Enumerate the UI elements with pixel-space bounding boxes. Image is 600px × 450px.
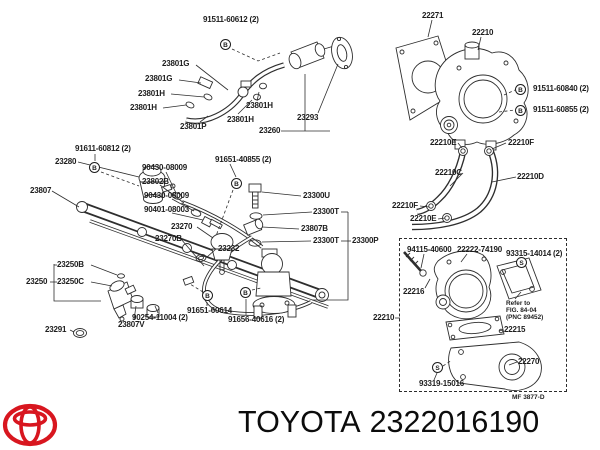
part-label: 91611-60812 (2) [75, 144, 131, 153]
toyota-logo-icon [2, 403, 58, 447]
refer-note-line: Refer to [506, 300, 531, 307]
part-label: 91651-60614 [187, 306, 232, 315]
part-label: 22210D [517, 172, 544, 181]
part-label: 94115-40600 [407, 245, 452, 254]
part-label: 90430-08009 [144, 191, 189, 200]
part-label: 23232 [218, 244, 240, 253]
part-label: 22210F [392, 201, 418, 210]
part-label: 23801G [145, 74, 173, 83]
service-parts-inset-box [399, 238, 567, 392]
bolt-marker-icon: B [202, 290, 213, 301]
part-label: 91656-40616 (2) [228, 315, 285, 324]
bolt-marker-icon: B [231, 178, 242, 189]
bolt-marker-icon: B [515, 84, 526, 95]
part-label: 22210C [435, 168, 462, 177]
part-label: 91511-60612 (2) [203, 15, 259, 24]
part-label: 23807V [118, 320, 145, 329]
bolt-marker-icon: B [89, 162, 100, 173]
part-label: 22210F [508, 138, 534, 147]
part-label: 23807 [30, 186, 52, 195]
part-label: 22210E [410, 214, 437, 223]
part-label: 23260 [259, 126, 281, 135]
part-label: 23250 [26, 277, 48, 286]
part-label: 22210 [373, 313, 395, 322]
part-label: 23300T [313, 236, 339, 245]
part-label: 23801G [162, 59, 190, 68]
part-label: 93315-14014 (2) [506, 249, 563, 258]
sheet-code: MF 3877-D [512, 394, 545, 401]
part-label: 23300P [352, 236, 379, 245]
part-label: 22216 [403, 287, 425, 296]
part-label: 23291 [45, 325, 67, 334]
part-label: 93319-15016 [419, 379, 464, 388]
part-label: 22271 [422, 11, 444, 20]
part-label: 23250C [57, 277, 84, 286]
part-label: 90430-08009 [142, 163, 187, 172]
part-label: 22222-74190 [457, 245, 502, 254]
part-label: 90254-11004 (2) [132, 313, 188, 322]
part-label: 23300T [313, 207, 339, 216]
part-label: 22210 [472, 28, 494, 37]
refer-note: Refer to FIG. 84-04 (PNC 89452) [506, 300, 543, 321]
refer-note-line: (PNC 89452) [506, 314, 544, 321]
part-label: 90401-08003 [144, 205, 189, 214]
bolt-marker-icon: B [240, 287, 251, 298]
brand-text: TOYOTA [238, 405, 361, 439]
part-label: 91511-60840 (2) [533, 84, 589, 93]
bolt-marker-icon: B [220, 39, 231, 50]
part-label: 22215 [504, 325, 526, 334]
part-label: 23250B [57, 260, 84, 269]
part-label: 23801H [227, 115, 254, 124]
screw-marker-icon: S [516, 257, 527, 268]
part-label: 23807B [301, 224, 328, 233]
bolt-marker-icon: B [515, 105, 526, 116]
refer-note-line: FIG. 84-04 [506, 307, 537, 314]
part-number-text: 2322016190 [369, 405, 540, 439]
part-label: 22210E [430, 138, 457, 147]
screw-marker-icon: S [432, 362, 443, 373]
part-label: 23270B [155, 234, 182, 243]
part-label: 91651-40855 (2) [215, 155, 272, 164]
part-label: 23293 [297, 113, 319, 122]
part-label: 23300U [303, 191, 330, 200]
part-label: 23801H [130, 103, 157, 112]
part-label: 23801P [180, 122, 207, 131]
part-label: 23280 [55, 157, 77, 166]
part-label: 23802B [142, 177, 169, 186]
part-label: 22270 [518, 357, 540, 366]
part-label: 23801H [138, 89, 165, 98]
part-label: 23270 [171, 222, 193, 231]
part-label: 23801H [246, 101, 273, 110]
part-label: 91511-60855 (2) [533, 105, 589, 114]
